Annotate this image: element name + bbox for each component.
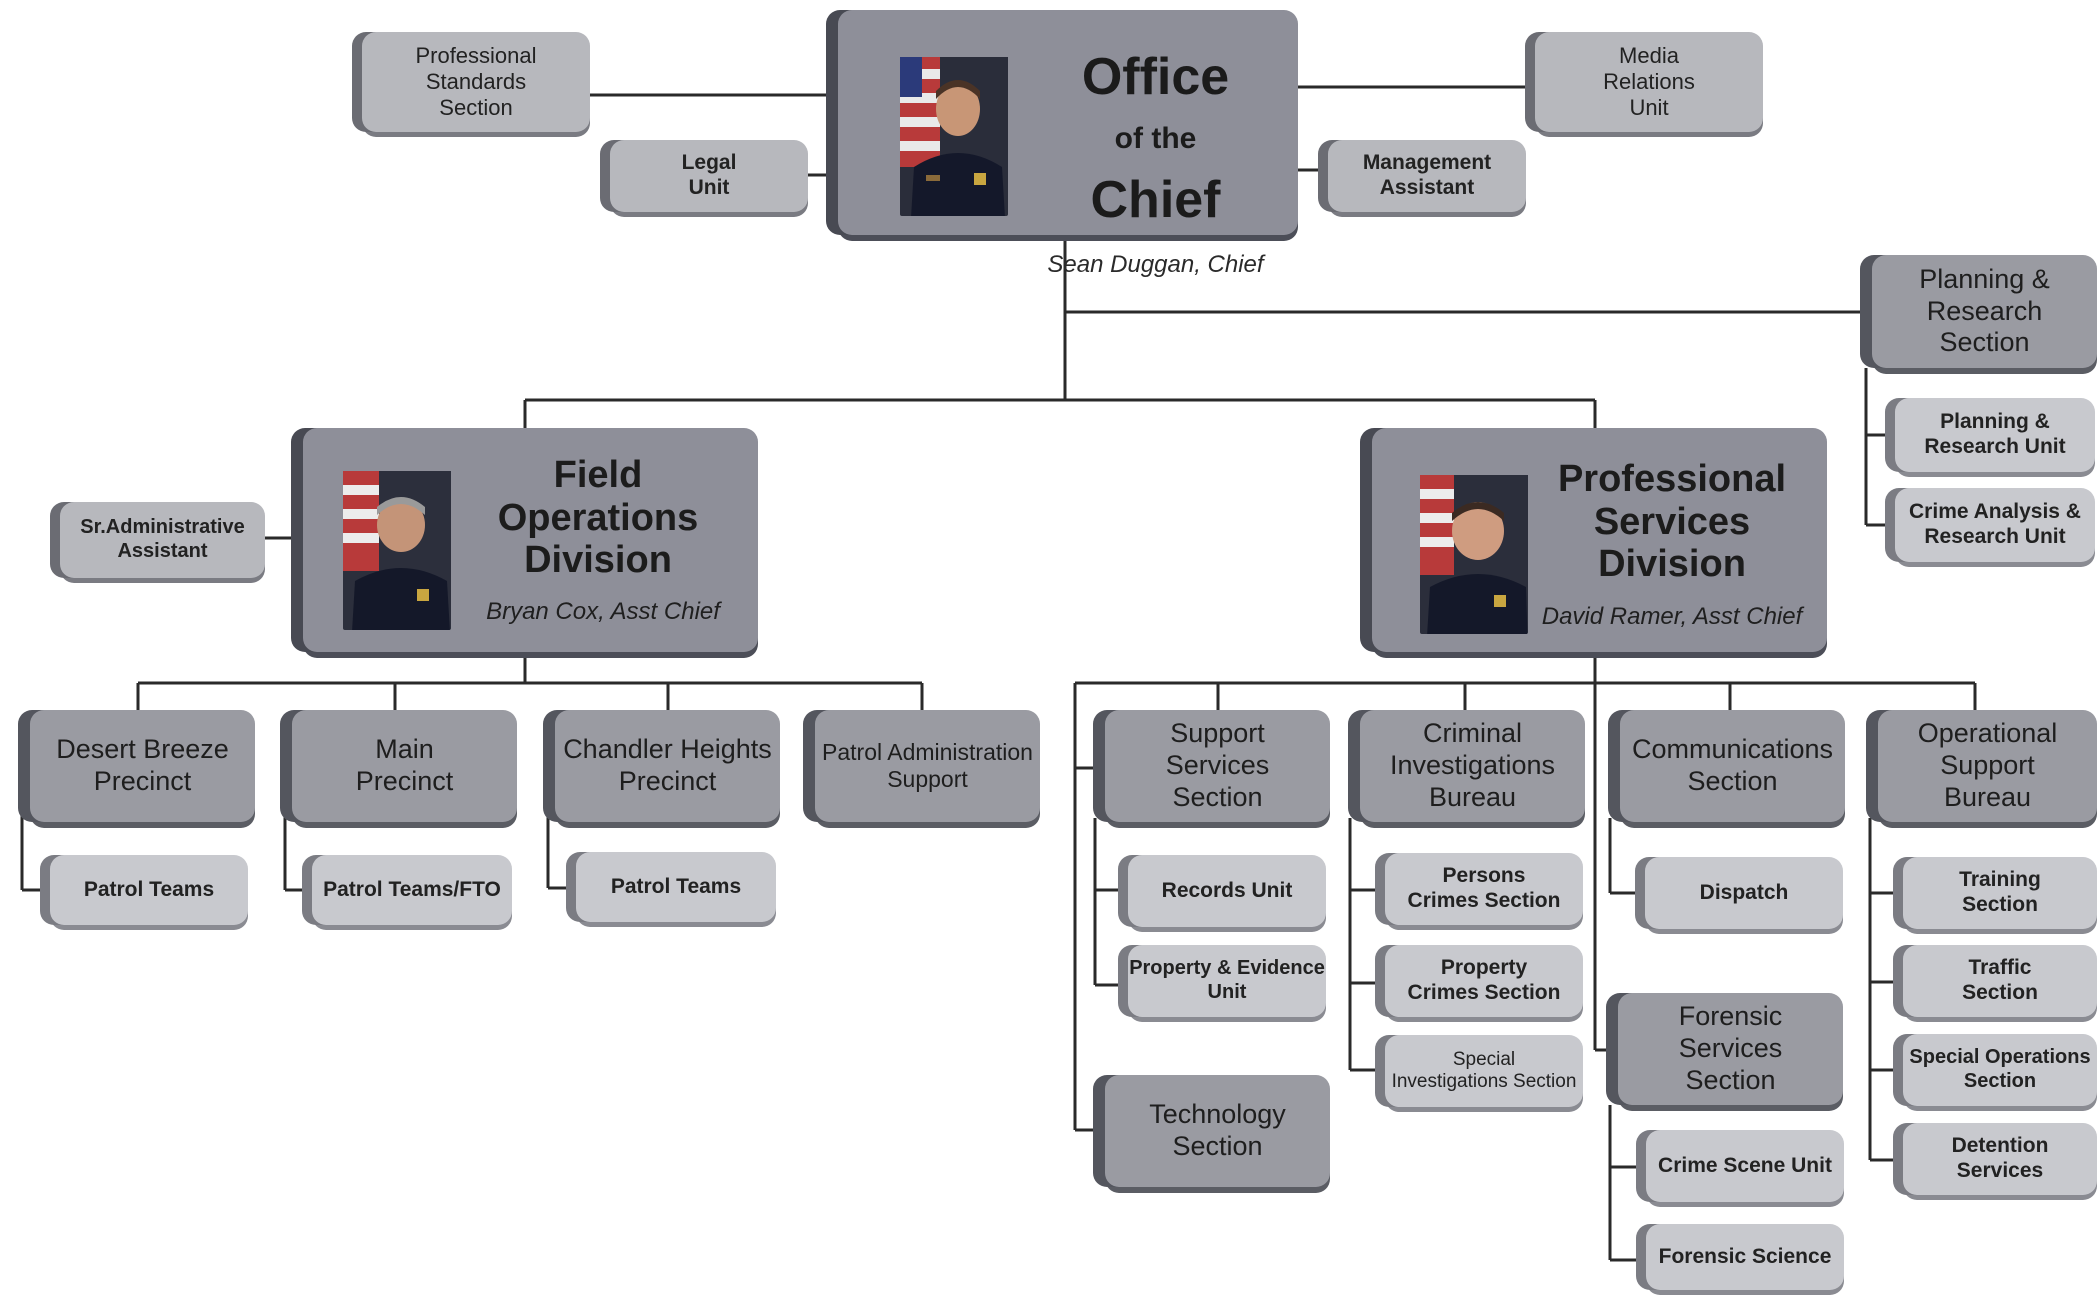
chief-name: Sean Duggan, Chief: [1047, 250, 1264, 278]
chandler-patrol-teams-box: Patrol Teams: [576, 852, 776, 922]
professional-chief-photo: [1420, 456, 1528, 634]
chief-title-line3: Chief: [1090, 170, 1221, 229]
desert-breeze-precinct-box: Desert Breeze Precinct: [30, 710, 255, 822]
chandler-heights-precinct-box: Chandler Heights Precinct: [555, 710, 780, 822]
support-services-section-box: Support Services Section: [1105, 710, 1330, 822]
chief-title-line1: Office: [1081, 47, 1230, 106]
office-of-chief-box: Office of the Chief Sean Duggan, Chief: [838, 10, 1298, 278]
special-investigations-section-box: Special Investigations Section: [1385, 1035, 1583, 1107]
planning-research-section-box: Planning & Research Section: [1872, 255, 2097, 368]
operational-support-bureau-box: Operational Support Bureau: [1878, 710, 2097, 822]
property-evidence-unit-box: Property & Evidence Unit: [1128, 945, 1326, 1017]
professional-standards-box: Professional Standards Section: [362, 32, 590, 132]
training-section-box: Training Section: [1903, 857, 2097, 929]
chief-text: Office of the Chief Sean Duggan, Chief: [1013, 32, 1298, 298]
traffic-section-box: Traffic Section: [1903, 945, 2097, 1017]
field-division-title: Field Operations Division: [497, 454, 699, 582]
main-patrol-teams-fto-box: Patrol Teams/FTO: [312, 855, 512, 925]
professional-services-division-box: Professional Services Division David Ram…: [1372, 428, 1827, 652]
professional-division-chief-name: David Ramer, Asst Chief: [1541, 603, 1803, 630]
media-relations-box: Media Relations Unit: [1535, 32, 1763, 132]
forensic-science-box: Forensic Science: [1646, 1224, 1844, 1290]
legal-unit-box: Legal Unit: [610, 140, 808, 212]
technology-section-box: Technology Section: [1105, 1075, 1330, 1187]
crime-scene-unit-box: Crime Scene Unit: [1646, 1130, 1844, 1202]
crime-analysis-unit-box: Crime Analysis & Research Unit: [1895, 488, 2095, 562]
sr-administrative-assistant-box: Sr.Administrative Assistant: [60, 502, 265, 578]
field-operations-division-box: Field Operations Division Bryan Cox, Ass…: [303, 428, 758, 652]
professional-division-title: Professional Services Division: [1557, 458, 1787, 586]
persons-crimes-section-box: Persons Crimes Section: [1385, 853, 1583, 925]
property-crimes-section-box: Property Crimes Section: [1385, 945, 1583, 1017]
main-precinct-box: Main Precinct: [292, 710, 517, 822]
patrol-administration-support-box: Patrol Administration Support: [815, 710, 1040, 822]
criminal-investigations-bureau-box: Criminal Investigations Bureau: [1360, 710, 1585, 822]
field-division-chief-name: Bryan Cox, Asst Chief: [486, 598, 720, 625]
detention-services-box: Detention Services: [1903, 1123, 2097, 1195]
special-operations-section-box: Special Operations Section: [1903, 1034, 2097, 1106]
management-assistant-box: Management Assistant: [1328, 140, 1526, 212]
communications-section-box: Communications Section: [1620, 710, 1845, 822]
desert-breeze-patrol-teams-box: Patrol Teams: [50, 855, 248, 925]
field-chief-photo: [343, 452, 451, 630]
dispatch-box: Dispatch: [1645, 857, 1843, 929]
chief-photo: [900, 38, 1008, 216]
planning-research-unit-box: Planning & Research Unit: [1895, 398, 2095, 472]
forensic-services-section-box: Forensic Services Section: [1618, 993, 1843, 1105]
chief-title-line2: of the: [1114, 121, 1197, 155]
records-unit-box: Records Unit: [1128, 855, 1326, 927]
